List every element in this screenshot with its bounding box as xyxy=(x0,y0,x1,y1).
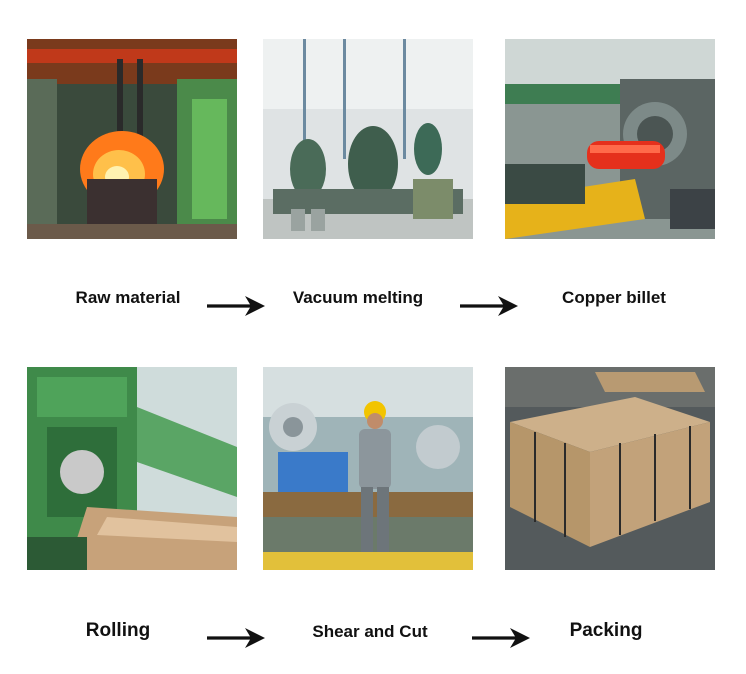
photo-rolling xyxy=(27,367,237,570)
step-label-rolling: Rolling xyxy=(86,620,150,642)
step-label-raw-material: Raw material xyxy=(76,288,181,308)
right-arrow-icon xyxy=(205,295,267,317)
step-label-packing: Packing xyxy=(570,620,643,642)
step-label-shear-and-cut: Shear and Cut xyxy=(312,622,427,642)
photo-raw-material xyxy=(27,39,237,239)
photo-packing xyxy=(505,367,715,570)
right-arrow-icon xyxy=(458,295,520,317)
photo-copper-billet xyxy=(505,39,715,239)
photo-vacuum-melting xyxy=(263,39,473,239)
photo-shear-and-cut xyxy=(263,367,473,570)
step-label-copper-billet: Copper billet xyxy=(562,288,666,308)
right-arrow-icon xyxy=(205,627,267,649)
step-label-vacuum-melting: Vacuum melting xyxy=(293,288,423,308)
right-arrow-icon xyxy=(470,627,532,649)
